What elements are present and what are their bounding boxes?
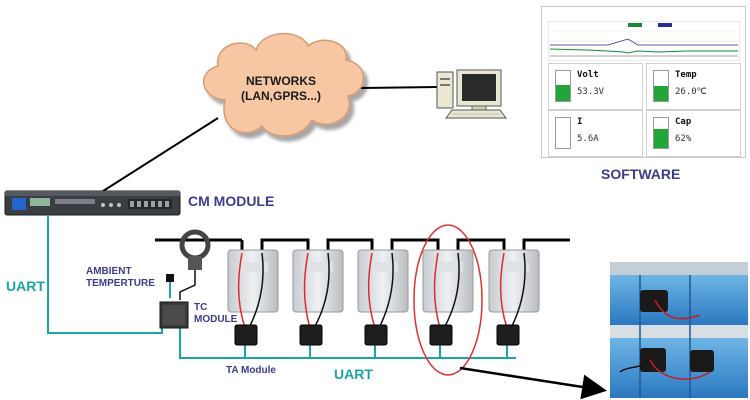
cm-module-label: CM MODULE [188, 193, 275, 209]
gauge-temperature: Temp 26.0℃ [646, 63, 741, 110]
battery-string [227, 249, 540, 329]
gauge-name: Volt [577, 70, 599, 80]
network-title: NETWORKS [246, 74, 316, 88]
ta-modules [234, 324, 520, 346]
gauge-bar [653, 70, 669, 102]
software-header [548, 11, 738, 21]
tc-module-label-line1: TC [194, 302, 208, 313]
network-to-pc-link [359, 86, 438, 89]
zoom-arrow [459, 366, 607, 400]
gauge-value: 5.6A [577, 134, 599, 144]
uart-label-bottom: UART [334, 366, 373, 382]
gauge-current: I 5.6A [548, 110, 643, 157]
ambient-label-line2: TEMPERTURE [86, 278, 155, 289]
battery-cell [292, 249, 344, 329]
tc-module-device [159, 301, 189, 329]
ta-module-box [234, 324, 258, 346]
network-cloud [202, 32, 365, 137]
battery-cell [422, 249, 474, 329]
gauge-value: 62% [675, 134, 692, 144]
cm-module-device [4, 190, 181, 216]
ambient-label-line1: AMBIENT [86, 266, 132, 277]
gauge-value: 26.0℃ [675, 87, 707, 97]
software-screenshot: Volt 53.3V Temp 26.0℃ I 5.6A Cap 62% [541, 6, 746, 158]
software-label: SOFTWARE [601, 166, 681, 182]
gauge-bar [555, 117, 571, 149]
highlight-ellipse [413, 224, 483, 376]
network-subtitle: (LAN,GPRS...) [241, 89, 321, 103]
pc-icon [436, 69, 507, 119]
gauge-bar [555, 70, 571, 102]
ta-module-box [364, 324, 388, 346]
gauge-name: I [577, 117, 583, 127]
gauge-bar [653, 117, 669, 149]
software-trend-chart [548, 21, 740, 61]
ta-module-box [299, 324, 323, 346]
gauge-voltage: Volt 53.3V [548, 63, 643, 110]
ta-module-label: TA Module [226, 365, 276, 376]
gauge-name: Cap [675, 117, 692, 127]
gauge-name: Temp [675, 70, 697, 80]
uart-label-left: UART [6, 278, 45, 294]
tc-module-label-line2: MODULE [194, 314, 238, 325]
gauge-value: 53.3V [577, 87, 605, 97]
battery-bus [155, 238, 570, 252]
battery-cell [357, 249, 409, 329]
battery-cell [488, 249, 540, 329]
current-clamp [179, 229, 211, 300]
cm-to-network-link [99, 117, 219, 194]
battery-cell [227, 249, 279, 329]
ta-module-box [429, 324, 453, 346]
gauge-capacity: Cap 62% [646, 110, 741, 157]
ambient-sensor [166, 274, 174, 282]
ta-module-box [496, 324, 520, 346]
battery-photo [610, 262, 748, 398]
